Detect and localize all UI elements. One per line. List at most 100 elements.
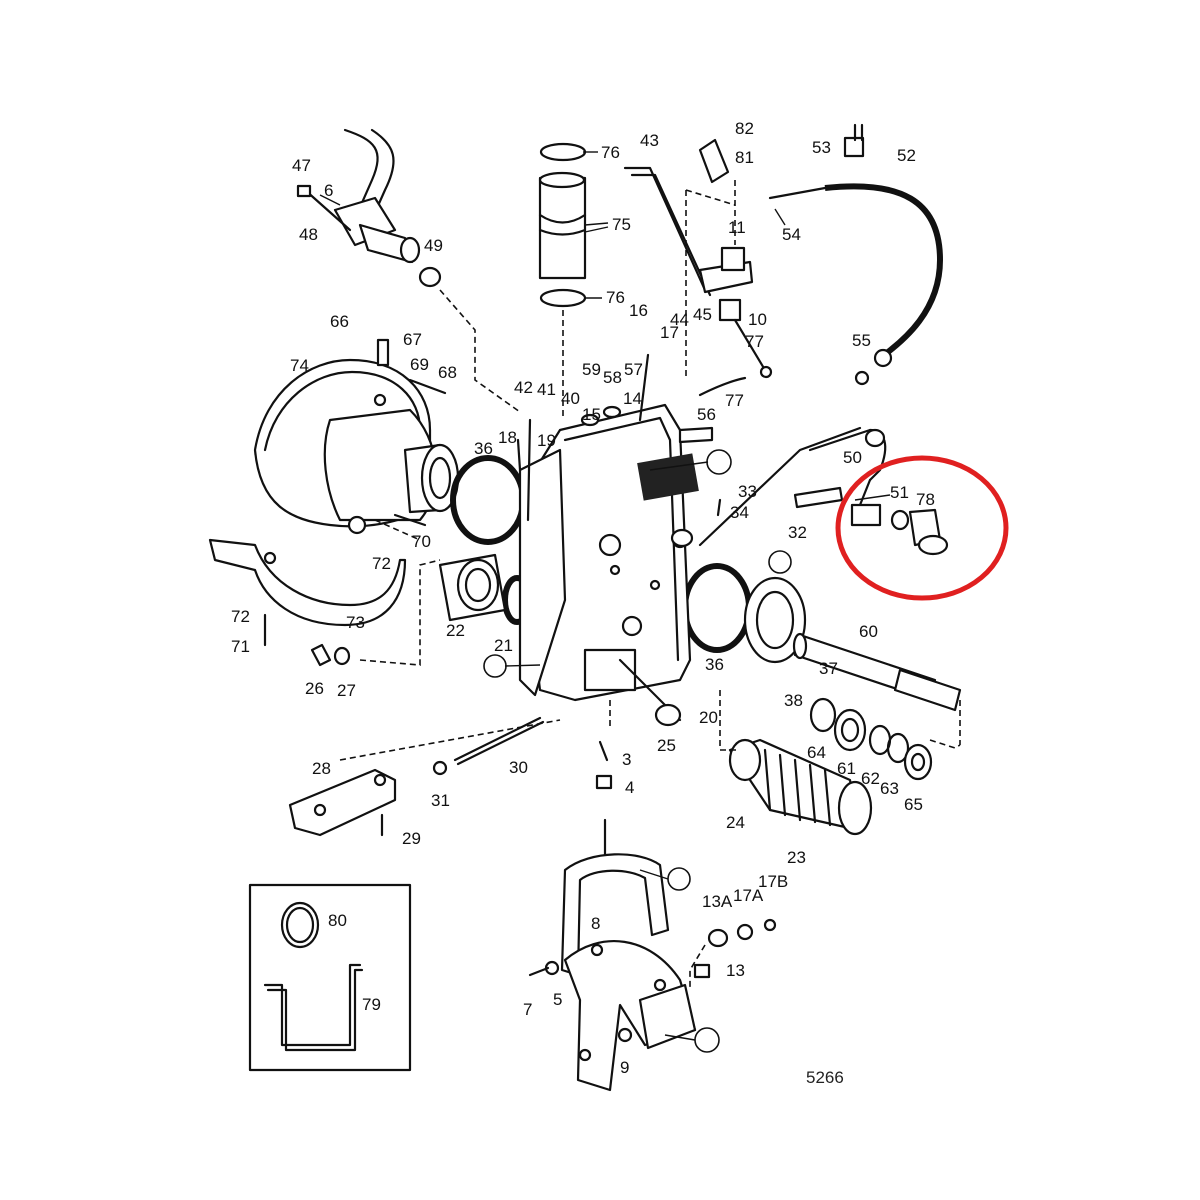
circled-callout-markers <box>483 449 792 1053</box>
shift-lever-part <box>623 138 773 397</box>
callout-56: 56 <box>697 405 716 424</box>
callout-27: 27 <box>337 681 356 700</box>
callout-17b: 17B <box>758 872 788 891</box>
callout-36-top: 36 <box>474 439 493 458</box>
callout-6: 6 <box>324 181 333 200</box>
lower-shield-part <box>208 538 407 627</box>
seals-and-bearings-part <box>809 697 933 781</box>
callout-38: 38 <box>784 691 803 710</box>
callout-19: 19 <box>537 431 556 450</box>
callout-69: 69 <box>410 355 429 374</box>
callout-3: 3 <box>622 750 631 769</box>
bearing-and-shaft-part <box>743 576 962 745</box>
callout-7: 7 <box>523 1000 532 1019</box>
callout-18: 18 <box>498 428 517 447</box>
flange-part <box>438 553 507 622</box>
callout-43: 43 <box>640 131 659 150</box>
callout-55: 55 <box>852 331 871 350</box>
callout-36-bottom: 36 <box>705 655 724 674</box>
callout-17: 17 <box>660 323 679 342</box>
callout-45: 45 <box>693 305 712 324</box>
callout-labels: 47 6 48 49 76 75 76 43 82 81 53 52 54 11… <box>231 119 935 1077</box>
callout-31: 31 <box>431 791 450 810</box>
callout-14: 14 <box>623 389 642 408</box>
callout-47: 47 <box>292 156 311 175</box>
assembly-lines <box>359 289 961 751</box>
callout-67: 67 <box>403 330 422 349</box>
callout-58: 58 <box>603 368 622 387</box>
callout-26: 26 <box>305 679 324 698</box>
sleeve-and-clamps-part <box>538 142 587 420</box>
callout-41: 41 <box>537 380 556 399</box>
callout-48: 48 <box>299 225 318 244</box>
callout-50: 50 <box>843 448 862 467</box>
callout-79: 79 <box>362 995 381 1014</box>
bellows-part <box>728 738 873 836</box>
callout-25: 25 <box>657 736 676 755</box>
callout-72-lower: 72 <box>231 607 250 626</box>
callout-60: 60 <box>859 622 878 641</box>
callout-64: 64 <box>807 743 826 762</box>
callout-9: 9 <box>620 1058 629 1077</box>
callout-51: 51 <box>890 483 909 502</box>
fork-and-guard-part <box>528 818 777 1092</box>
callout-63: 63 <box>880 779 899 798</box>
drawing-number: 5266 <box>806 1068 844 1087</box>
callout-62: 62 <box>861 769 880 788</box>
main-gear-housing-part <box>518 353 699 727</box>
callout-15: 15 <box>582 405 601 424</box>
water-hose-fitting-part <box>808 428 949 556</box>
upper-housing-part <box>253 338 460 535</box>
callout-4: 4 <box>625 778 634 797</box>
callout-37: 37 <box>819 659 838 678</box>
callout-29: 29 <box>402 829 421 848</box>
callout-73: 73 <box>346 613 365 632</box>
callout-72-upper: 72 <box>372 554 391 573</box>
callout-52: 52 <box>897 146 916 165</box>
callout-82: 82 <box>735 119 754 138</box>
callout-33: 33 <box>738 482 757 501</box>
callout-59: 59 <box>582 360 601 379</box>
callout-13: 13 <box>726 961 745 980</box>
callout-32: 32 <box>788 523 807 542</box>
callout-24: 24 <box>726 813 745 832</box>
leader-lines <box>319 151 891 1041</box>
callout-76-bottom: 76 <box>606 288 625 307</box>
callout-28: 28 <box>312 759 331 778</box>
callout-20: 20 <box>699 708 718 727</box>
callout-76-top: 76 <box>601 143 620 162</box>
callout-21: 21 <box>494 636 513 655</box>
callout-10: 10 <box>748 310 767 329</box>
callout-40: 40 <box>561 389 580 408</box>
lower-hardware-part <box>263 613 613 837</box>
shift-cable-part <box>768 123 944 386</box>
callout-8: 8 <box>591 914 600 933</box>
callout-61: 61 <box>837 759 856 778</box>
callout-77-b: 77 <box>725 391 744 410</box>
callout-57: 57 <box>624 360 643 379</box>
callout-30: 30 <box>509 758 528 777</box>
callout-13a: 13A <box>702 892 733 911</box>
callout-66: 66 <box>330 312 349 331</box>
callout-65: 65 <box>904 795 923 814</box>
callout-68: 68 <box>438 363 457 382</box>
callout-75: 75 <box>612 215 631 234</box>
callout-54: 54 <box>782 225 801 244</box>
callout-70: 70 <box>412 532 431 551</box>
callout-78: 78 <box>916 490 935 509</box>
callout-44: 44 <box>670 310 689 329</box>
callout-17a: 17A <box>733 886 764 905</box>
callout-74: 74 <box>290 356 309 375</box>
callout-11: 11 <box>728 218 746 237</box>
callout-23: 23 <box>787 848 806 867</box>
callout-49: 49 <box>424 236 443 255</box>
callout-16: 16 <box>629 301 648 320</box>
steering-arm-part <box>296 128 442 288</box>
highlight-circle <box>835 455 1009 601</box>
callout-80: 80 <box>328 911 347 930</box>
callout-71: 71 <box>231 637 250 656</box>
inset-box <box>248 883 412 1072</box>
callout-42: 42 <box>514 378 533 397</box>
callout-77-a: 77 <box>745 332 764 351</box>
